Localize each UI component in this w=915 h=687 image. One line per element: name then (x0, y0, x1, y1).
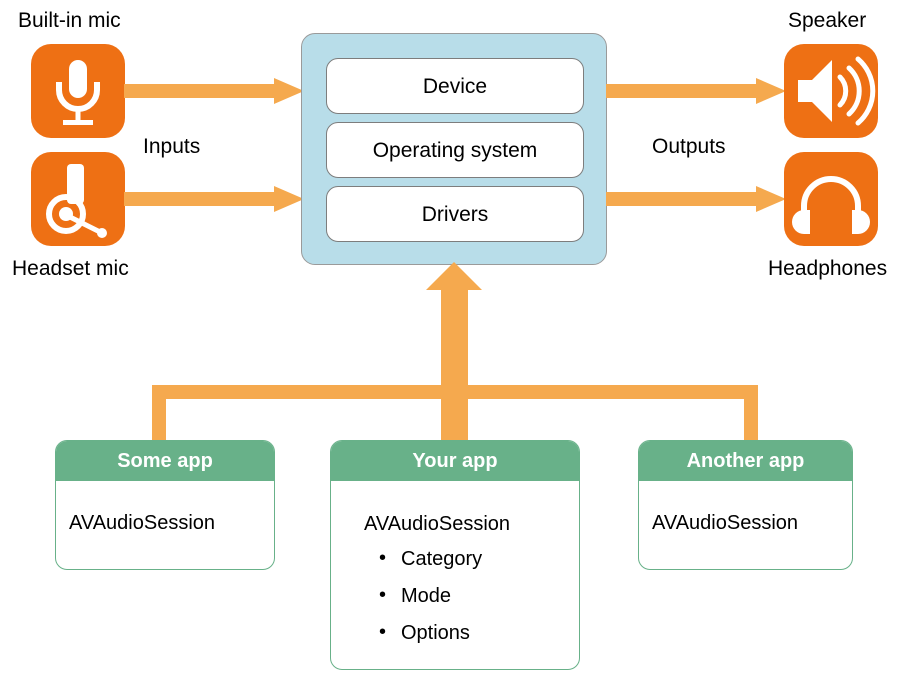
microphone-icon (31, 44, 125, 138)
app-card-some-app[interactable]: Some app AVAudioSession (55, 440, 275, 570)
speaker-icon (784, 44, 878, 138)
stack-row-device-label: Device (422, 74, 488, 98)
os-stack-box: Device Operating system Drivers (301, 33, 607, 265)
app-card-another-app-title: Another app (639, 441, 852, 481)
stack-row-device: Device (326, 58, 584, 114)
app-card-another-app[interactable]: Another app AVAudioSession (638, 440, 853, 570)
bus-arrow-head (426, 262, 482, 290)
built-in-mic-tile (31, 44, 125, 138)
inputs-flow-label: Inputs (143, 135, 201, 158)
speaker-label: Speaker (788, 9, 867, 32)
bus-trunk-vertical (441, 286, 468, 440)
app-card-some-app-title: Some app (56, 441, 274, 481)
app-card-your-app-properties: Category Mode Options (379, 548, 482, 660)
bus-leg-some-app (152, 385, 166, 445)
headset-mic-icon (31, 152, 125, 246)
stack-row-operating-system-label: Operating system (372, 138, 538, 162)
headset-mic-tile (31, 152, 125, 246)
bus-horizontal-bar (152, 385, 758, 399)
headphones-label: Headphones (768, 257, 888, 280)
output-arrow-speaker (606, 78, 786, 104)
bus-leg-another-app (744, 385, 758, 445)
app-property-mode: Mode (379, 585, 482, 606)
app-property-category: Category (379, 548, 482, 569)
app-card-some-app-session: AVAudioSession (69, 512, 216, 534)
stack-row-drivers-label: Drivers (421, 202, 489, 226)
speaker-tile (784, 44, 878, 138)
stack-row-drivers: Drivers (326, 186, 584, 242)
app-card-another-app-body: AVAudioSession (639, 481, 852, 569)
outputs-flow-label: Outputs (652, 135, 726, 158)
input-arrow-built-in-mic (124, 78, 304, 104)
headphones-icon (784, 152, 878, 246)
app-card-your-app[interactable]: Your app AVAudioSession Category Mode Op… (330, 440, 580, 670)
input-arrow-headset-mic (124, 186, 304, 212)
stack-row-operating-system: Operating system (326, 122, 584, 178)
app-card-some-app-body: AVAudioSession (56, 481, 274, 569)
app-card-your-app-session: AVAudioSession (364, 513, 511, 535)
app-property-options: Options (379, 622, 482, 643)
headphones-tile (784, 152, 878, 246)
built-in-mic-label: Built-in mic (18, 9, 121, 32)
output-arrow-headphones (606, 186, 786, 212)
app-card-another-app-session: AVAudioSession (652, 512, 799, 534)
app-card-your-app-body: AVAudioSession Category Mode Options (331, 481, 579, 669)
headset-mic-label: Headset mic (12, 257, 129, 280)
app-card-your-app-title: Your app (331, 441, 579, 481)
